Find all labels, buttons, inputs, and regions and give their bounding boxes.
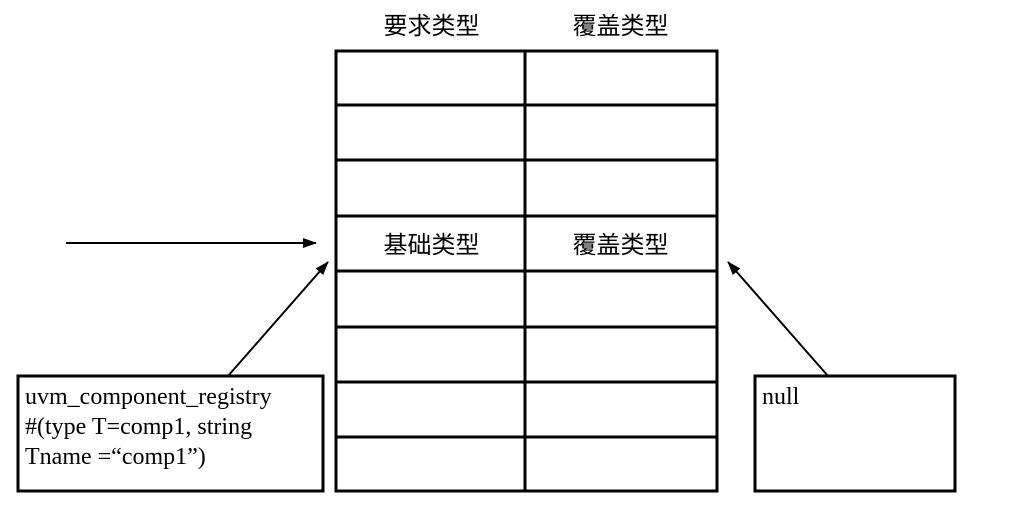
- cell-base-type: 基础类型: [383, 231, 480, 259]
- header-override-type: 覆盖类型: [572, 12, 669, 40]
- header-required-type: 要求类型: [383, 12, 480, 40]
- registry-line-1: uvm_component_registry: [25, 384, 272, 410]
- null-box: [753, 374, 957, 493]
- null-box-text: null: [762, 384, 800, 410]
- cell-override-type: 覆盖类型: [572, 231, 669, 259]
- registry-arrow: [227, 261, 329, 377]
- registry-line-3: Tname =“comp1”): [25, 444, 206, 470]
- registry-box-text: uvm_component_registry #(type T=comp1, s…: [25, 382, 272, 472]
- registry-line-2: #(type T=comp1, string: [25, 414, 253, 440]
- null-arrow: [727, 261, 829, 377]
- registry-box: [16, 374, 325, 493]
